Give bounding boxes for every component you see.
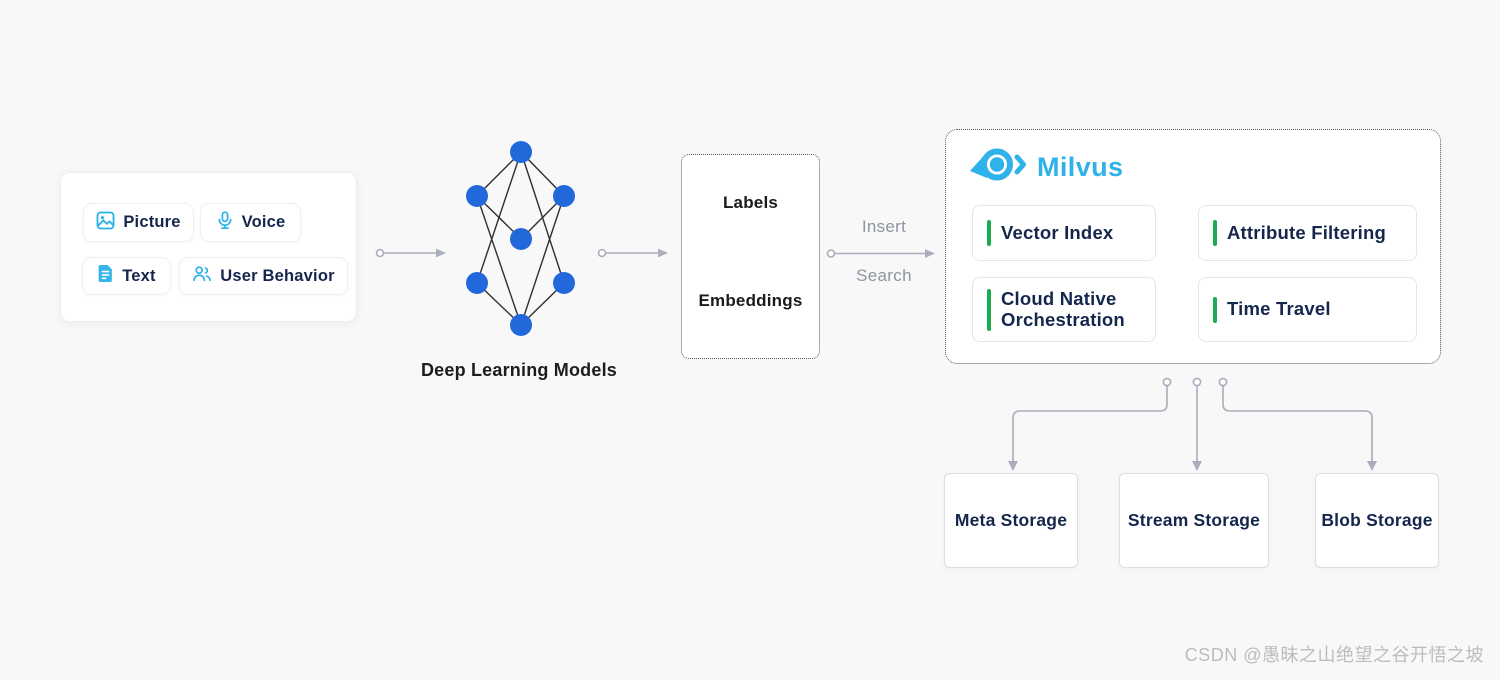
milvus-wordmark: Milvus: [1037, 152, 1124, 182]
input-item-label: User Behavior: [220, 266, 335, 285]
milvus-panel: Milvus Vector Index Attribute Filtering …: [945, 129, 1441, 364]
input-item-text: Text: [82, 257, 171, 295]
input-item-user-behavior: User Behavior: [179, 257, 348, 295]
feature-cloud-native-orchestration: Cloud Native Orchestration: [972, 277, 1156, 342]
output-labels-text: Labels: [722, 193, 779, 212]
green-accent-bar: [1213, 220, 1217, 246]
feature-time-travel: Time Travel: [1198, 277, 1417, 342]
feature-label: Cloud Native Orchestration: [1001, 287, 1125, 330]
picture-icon: [96, 211, 115, 235]
input-data-card: Picture Voice Text User Behavior: [60, 172, 357, 322]
arrow-inputs-to-model: [375, 248, 446, 258]
storage-label: Blob Storage: [1321, 510, 1433, 530]
storage-label: Meta Storage: [954, 510, 1068, 530]
output-box: Labels Embeddings: [681, 154, 820, 359]
storage-label: Stream Storage: [1127, 510, 1261, 530]
users-icon: [192, 265, 212, 288]
input-item-voice: Voice: [200, 203, 301, 242]
feature-label: Vector Index: [1001, 221, 1114, 243]
arrow-model-to-output: [597, 248, 668, 258]
input-item-picture: Picture: [83, 203, 194, 242]
csdn-watermark: CSDN @愚昧之山绝望之谷开悟之坡: [1184, 645, 1484, 665]
storage-connector-lines: [1008, 377, 1377, 471]
feature-attribute-filtering: Attribute Filtering: [1198, 205, 1417, 261]
neural-network-graphic: [466, 141, 575, 336]
milvus-eye-icon: [970, 145, 1028, 190]
feature-label: Attribute Filtering: [1227, 221, 1386, 243]
feature-label: Time Travel: [1227, 298, 1331, 320]
green-accent-bar: [1213, 296, 1217, 323]
feature-vector-index: Vector Index: [972, 205, 1156, 261]
arrow-insert-search: [826, 249, 935, 258]
model-caption: Deep Learning Models: [420, 360, 618, 380]
input-item-label: Voice: [241, 213, 286, 231]
green-accent-bar: [987, 288, 991, 331]
stream-storage-box: Stream Storage: [1119, 473, 1269, 568]
milvus-logo: Milvus: [970, 145, 1123, 190]
input-item-label: Picture: [123, 213, 181, 231]
microphone-icon: [216, 210, 234, 235]
blob-storage-box: Blob Storage: [1315, 473, 1439, 568]
insert-label: Insert: [861, 217, 907, 236]
green-accent-bar: [987, 220, 991, 246]
meta-storage-box: Meta Storage: [944, 473, 1078, 568]
input-item-label: Text: [122, 266, 156, 285]
search-label: Search: [856, 266, 912, 285]
output-embeddings-text: Embeddings: [698, 291, 803, 310]
document-icon: [97, 264, 114, 288]
